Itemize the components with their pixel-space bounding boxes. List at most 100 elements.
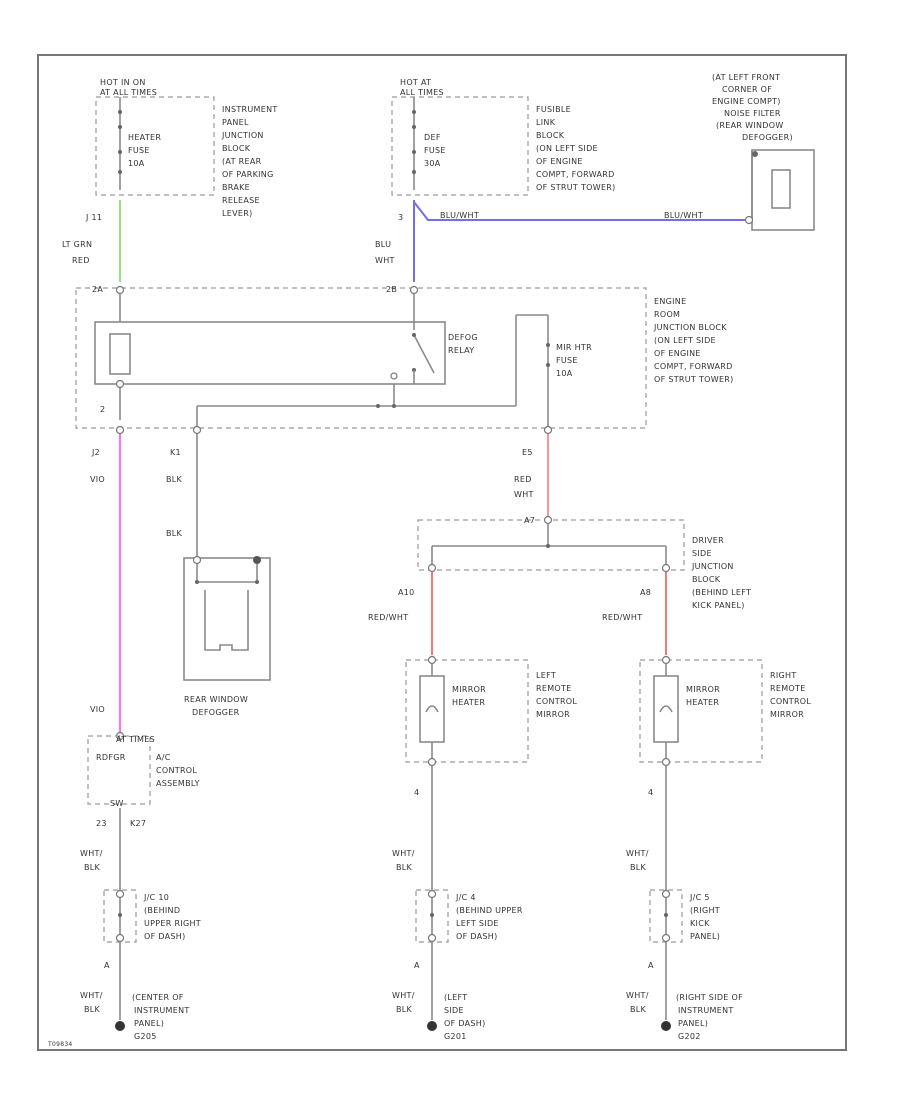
mir-htr-fuse-label-2: FUSE	[556, 356, 578, 365]
jc10-label-1: J/C 10	[143, 893, 169, 902]
wire-blu-wht	[413, 200, 745, 282]
fusible-link-label-3: BLOCK	[536, 131, 565, 140]
fusible-link-label-6: COMPT, FORWARD	[536, 170, 615, 179]
ac-control-assembly: AT TIMES RDFGR A/C CONTROL ASSEMBLY SW	[87, 731, 200, 808]
noise-filter-loc-2: CORNER OF	[722, 85, 772, 94]
left-mirror-label-1: LEFT	[536, 671, 556, 680]
a8-pin-label: A8	[640, 588, 651, 597]
g201-label-4: G201	[444, 1032, 467, 1041]
wht-label: WHT	[375, 256, 395, 265]
j2-pin-label: J2	[91, 448, 100, 457]
j11-pin-label: J 11	[85, 213, 102, 222]
diagram-frame	[37, 54, 847, 1051]
ipjb-label-3: JUNCTION	[221, 131, 264, 140]
right-mirror-heater-1: MIRROR	[686, 685, 720, 694]
jc5-label-1: J/C 5	[689, 893, 710, 902]
blk-5-label: BLK	[396, 1005, 413, 1014]
blk-4-label: BLK	[84, 1005, 101, 1014]
right-mirror-label-4: MIRROR	[770, 710, 804, 719]
ac-label-1: A/C	[156, 753, 171, 762]
jc5-label-4: PANEL)	[690, 932, 720, 941]
red-wht-label-right: RED/WHT	[602, 613, 642, 622]
left-mirror-heater-2: HEATER	[452, 698, 485, 707]
right-mirror-label-3: CONTROL	[770, 697, 811, 706]
djb-label-1: DRIVER	[692, 536, 724, 545]
ground-g201: (LEFT SIDE OF DASH) G201	[427, 993, 486, 1041]
erjb-label-1: ENGINE	[654, 297, 686, 306]
noise-filter-loc-3: ENGINE COMPT)	[712, 97, 781, 106]
red-label-2: RED	[514, 475, 532, 484]
djb-label-2: SIDE	[692, 549, 712, 558]
jc4-label-4: OF DASH)	[456, 932, 498, 941]
jc10-label-4: OF DASH)	[144, 932, 186, 941]
ac-at-times-label: AT TIMES	[116, 735, 155, 744]
red-wht-label-left: RED/WHT	[368, 613, 408, 622]
blu-wht-label-b: BLU/WHT	[664, 211, 703, 220]
ipjb-label-1: INSTRUMENT	[222, 105, 278, 114]
blk-1-label: BLK	[84, 863, 101, 872]
ac-label-2: CONTROL	[156, 766, 197, 775]
djb-label-3: JUNCTION	[691, 562, 734, 571]
engine-room-junction-block: 2A 2B DEFOG RELAY MIR HTR FUSE 10A ENGIN…	[75, 285, 733, 429]
wht-blk-1-label: WHT/	[80, 849, 103, 858]
g202-label-3: PANEL)	[678, 1019, 708, 1028]
fusible-link-label-7: OF STRUT TOWER)	[536, 183, 616, 192]
a10-pin-label: A10	[398, 588, 415, 597]
jc-5: J/C 5 (RIGHT KICK PANEL)	[649, 889, 720, 943]
right-remote-control-mirror: MIRROR HEATER RIGHT REMOTE CONTROL MIRRO…	[639, 655, 811, 767]
rear-defogger-label-1: REAR WINDOW	[184, 695, 248, 704]
rear-defogger-label-2: DEFOGGER	[192, 708, 240, 717]
jc4-label-2: (BEHIND UPPER	[456, 906, 523, 915]
g205-label-3: PANEL)	[134, 1019, 164, 1028]
ground-g205: (CENTER OF INSTRUMENT PANEL) G205	[115, 993, 189, 1041]
hot-in-on-label: HOT IN ON	[100, 78, 146, 87]
blk-2-label: BLK	[396, 863, 413, 872]
defog-relay-label-1: DEFOG	[448, 333, 478, 342]
erjb-label-5: OF ENGINE	[654, 349, 701, 358]
wht-blk-6-label: WHT/	[626, 991, 649, 1000]
g201-label-2: SIDE	[444, 1006, 464, 1015]
left-remote-control-mirror: MIRROR HEATER LEFT REMOTE CONTROL MIRROR	[405, 655, 577, 767]
red-label: RED	[72, 256, 90, 265]
g201-label-1: (LEFT	[444, 993, 467, 1002]
pin-k27-label: K27	[130, 819, 146, 828]
vio-label-b: VIO	[90, 705, 105, 714]
left-mirror-label-4: MIRROR	[536, 710, 570, 719]
g202-label-2: INSTRUMENT	[678, 1006, 734, 1015]
g202-label-4: G202	[678, 1032, 701, 1041]
def-fuse-label-2: FUSE	[424, 146, 446, 155]
all-times-label: ALL TIMES	[400, 88, 444, 97]
heater-fuse-label-1: HEATER	[128, 133, 161, 142]
ipjb-label-4: BLOCK	[222, 144, 251, 153]
e5-pin-label: E5	[522, 448, 533, 457]
right-mirror-label-2: REMOTE	[770, 684, 806, 693]
wht-blk-4-label: WHT/	[80, 991, 103, 1000]
jc-10: J/C 10 (BEHIND UPPER RIGHT OF DASH)	[103, 889, 201, 943]
djb-label-6: KICK PANEL)	[692, 601, 745, 610]
wht-blk-3-label: WHT/	[626, 849, 649, 858]
g201-label-3: OF DASH)	[444, 1019, 486, 1028]
lt-grn-label: LT GRN	[62, 240, 92, 249]
pin-2b-label: 2B	[386, 285, 397, 294]
pin-4-right-label: 4	[648, 788, 653, 797]
wht-blk-2-label: WHT/	[392, 849, 415, 858]
left-mirror-heater-1: MIRROR	[452, 685, 486, 694]
diagram-code: T09834	[47, 1041, 73, 1048]
erjb-label-6: COMPT, FORWARD	[654, 362, 733, 371]
blk-6-label: BLK	[630, 1005, 647, 1014]
g205-label-4: G205	[134, 1032, 157, 1041]
jc5-label-3: KICK	[690, 919, 710, 928]
ipjb-label-7: BRAKE	[222, 183, 250, 192]
heater-fuse-label-3: 10A	[128, 159, 145, 168]
rear-window-defogger: REAR WINDOW DEFOGGER	[183, 555, 271, 717]
blk-label-a: BLK	[166, 475, 183, 484]
pin-2-label: 2	[100, 405, 105, 414]
blk-3-label: BLK	[630, 863, 647, 872]
ipjb-label-9: LEVER)	[222, 209, 253, 218]
ground-g202: (RIGHT SIDE OF INSTRUMENT PANEL) G202	[661, 993, 743, 1041]
fusible-link-label-4: (ON LEFT SIDE	[536, 144, 598, 153]
mir-htr-fuse-label-3: 10A	[556, 369, 573, 378]
ac-sw-label: SW	[110, 799, 124, 808]
ac-label-3: ASSEMBLY	[156, 779, 200, 788]
